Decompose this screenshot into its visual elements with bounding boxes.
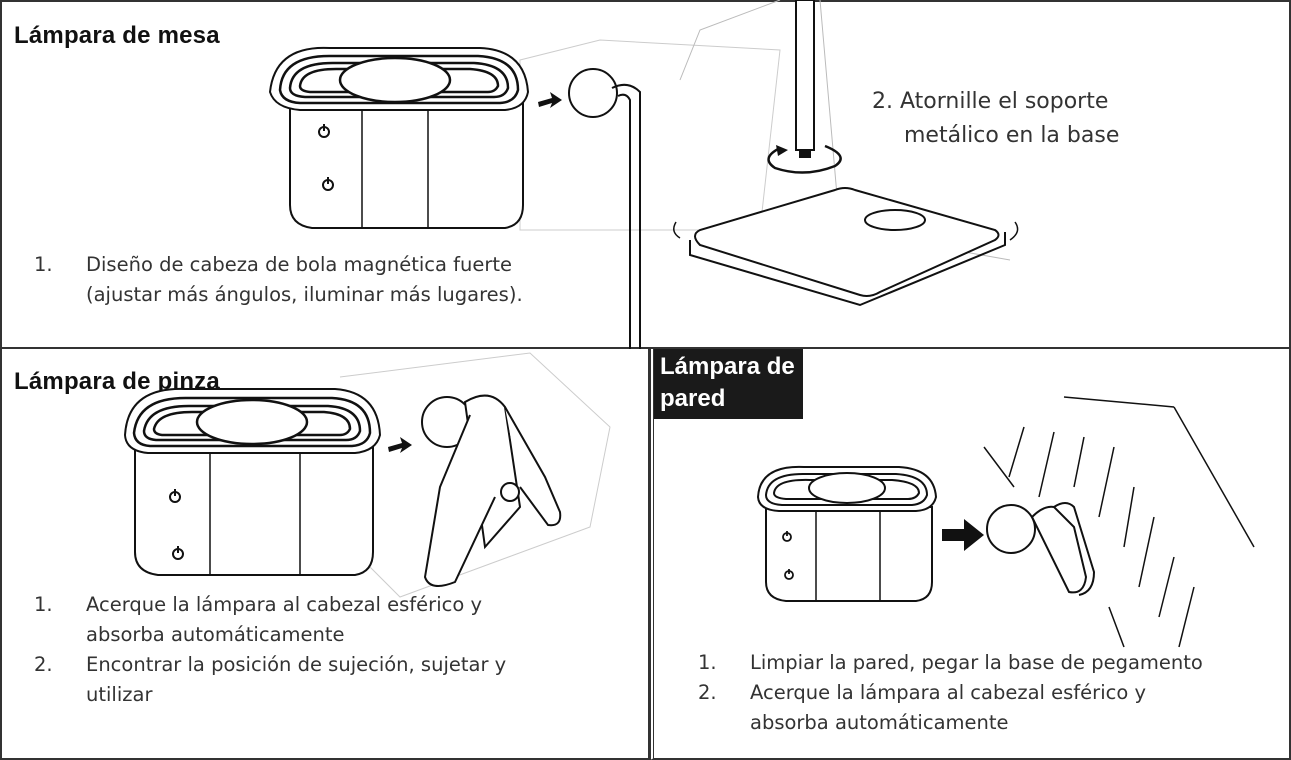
step-number: 2. <box>34 653 53 676</box>
right-arrow-icon <box>942 519 984 551</box>
panel-title-pared: Lámpara de pared <box>654 349 803 419</box>
panel-wall-lamp <box>650 347 1291 760</box>
step-text-line2: absorba automáticamente <box>86 623 345 646</box>
step-number: 1. <box>34 593 53 616</box>
step-text-line1: Diseño de cabeza de bola magnética fuert… <box>86 253 513 276</box>
panel-title-mesa: Lámpara de mesa <box>14 22 220 49</box>
list-item: 1. Limpiar la pared, pegar la base de pe… <box>698 648 1203 678</box>
mesa-step2-note: 2. Atornille el soporte metálico en la b… <box>872 85 1119 153</box>
mesa-steps: 1. Diseño de cabeza de bola magnética fu… <box>34 250 523 310</box>
list-item: 2. Acerque la lámpara al cabezal esféric… <box>698 678 1203 738</box>
list-item: 2. Encontrar la posición de sujeción, su… <box>34 650 506 710</box>
list-item: 1. Diseño de cabeza de bola magnética fu… <box>34 250 523 310</box>
mesa-step2-line2: metálico en la base <box>904 123 1120 148</box>
step-text-line1: Limpiar la pared, pegar la base de pegam… <box>750 651 1203 674</box>
rotate-arrow-icon <box>767 144 842 174</box>
right-arrow-icon <box>538 92 562 108</box>
step-text-line1: Acerque la lámpara al cabezal esférico y <box>750 681 1146 704</box>
step-number: 1. <box>698 651 717 674</box>
panel-title-pared-line2: pared <box>660 385 726 412</box>
pared-steps: 1. Limpiar la pared, pegar la base de pe… <box>698 648 1203 738</box>
power-icon <box>318 124 334 191</box>
wall-lamp-illustration <box>756 396 1255 648</box>
step-text-line1: Encontrar la posición de sujeción, sujet… <box>86 653 507 676</box>
step-number: 1. <box>34 253 53 276</box>
right-arrow-icon <box>388 437 412 453</box>
step-text-line2: absorba automáticamente <box>750 711 1009 734</box>
pinza-steps: 1. Acerque la lámpara al cabezal esféric… <box>34 590 506 710</box>
power-icon <box>169 489 184 560</box>
clip-lamp-illustration <box>123 352 611 598</box>
step-number: 2. <box>698 681 717 704</box>
list-item: 1. Acerque la lámpara al cabezal esféric… <box>34 590 506 650</box>
step-text-line1: Acerque la lámpara al cabezal esférico y <box>86 593 482 616</box>
power-icon <box>782 531 794 580</box>
panel-clip-lamp <box>0 347 650 760</box>
mesa-step2-line1: 2. Atornille el soporte <box>872 89 1109 114</box>
table-lamp-illustration <box>268 0 1019 349</box>
step-text-line2: utilizar <box>86 683 153 706</box>
panel-title-pared-line1: Lámpara de <box>660 353 795 380</box>
step-text-line2: (ajustar más ángulos, iluminar más lugar… <box>86 283 523 306</box>
